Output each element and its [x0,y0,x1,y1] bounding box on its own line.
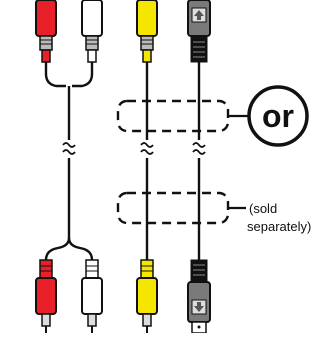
red-cable-bottom [44,237,71,261]
yellow-rca-plug-bottom [136,259,158,333]
or-badge: or [247,85,309,147]
dashed-group-lower [116,191,230,225]
yellow-rca-plug-top [136,0,158,63]
white-rca-plug-bottom [81,259,103,333]
arrow-up-icon [194,10,204,20]
red-rca-plug-bottom [35,259,57,333]
note-line2: separately) [247,219,311,234]
dashed-group-upper [116,99,230,133]
cables [44,62,201,261]
break-mark-yellow [140,142,154,155]
svideo-plug-bottom [187,259,211,334]
red-rca-plug-top [35,0,57,63]
break-mark-av [62,142,76,155]
white-cable-bottom [67,237,94,261]
break-mark-svideo [192,142,206,155]
or-label: or [262,98,294,134]
note-line1: (sold [249,201,277,216]
white-cable-top [72,62,94,88]
cable-break-marks [62,142,206,155]
white-rca-plug-top [81,0,103,63]
arrow-down-icon [194,302,204,312]
red-cable-top [44,62,66,88]
svideo-plug-top [187,0,211,63]
